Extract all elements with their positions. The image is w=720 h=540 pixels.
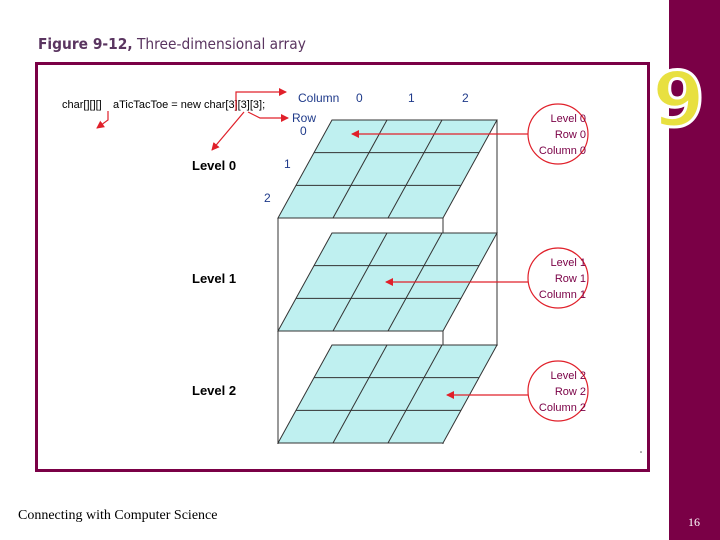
callout-1-level: Level 1 bbox=[551, 257, 586, 269]
figure-label: Figure 9-12, bbox=[38, 35, 133, 53]
callout-arrows bbox=[351, 130, 528, 399]
figure-caption: Three-dimensional array bbox=[132, 35, 306, 53]
callout-0-row: Row 0 bbox=[555, 129, 586, 141]
callout-2-row: Row 2 bbox=[555, 386, 586, 398]
row-label: Row bbox=[292, 111, 316, 125]
figure-title: Figure 9-12, Three-dimensional array bbox=[38, 35, 306, 53]
callout-1-column: Column 1 bbox=[539, 289, 586, 301]
callout-0-level: Level 0 bbox=[551, 113, 586, 125]
declaration-statement: aTicTacToe = new char[3][3][3]; bbox=[113, 99, 265, 111]
chapter-number: 9 bbox=[651, 55, 707, 144]
callout-1: Level 1 Row 1 Column 1 bbox=[527, 247, 589, 309]
level-label-2: Level 2 bbox=[192, 383, 236, 398]
callout-0-column: Column 0 bbox=[539, 145, 586, 157]
footer-text: Connecting with Computer Science bbox=[18, 508, 218, 523]
side-bar bbox=[669, 0, 720, 540]
row-index-0: 0 bbox=[300, 124, 307, 138]
level-label-1: Level 1 bbox=[192, 271, 236, 286]
column-index-1: 1 bbox=[408, 91, 415, 105]
row-index-2: 2 bbox=[264, 191, 271, 205]
row-index-1: 1 bbox=[284, 157, 291, 171]
array-layer-2 bbox=[277, 344, 498, 444]
column-index-0: 0 bbox=[356, 91, 363, 105]
column-index-2: 2 bbox=[462, 91, 469, 105]
layer-2-outline bbox=[277, 344, 498, 444]
declaration-arrows bbox=[96, 88, 289, 151]
callout-0: Level 0 Row 0 Column 0 bbox=[527, 103, 589, 165]
callout-2-level: Level 2 bbox=[551, 370, 586, 382]
declaration-type: char[][][] bbox=[62, 99, 102, 111]
level-label-0: Level 0 bbox=[192, 158, 236, 173]
layer-0-outline bbox=[277, 119, 498, 219]
callout-2-column: Column 2 bbox=[539, 402, 586, 414]
layer-2-col-line-1 bbox=[332, 344, 388, 444]
layer-0-col-line-1 bbox=[332, 119, 388, 219]
dot-mark bbox=[640, 451, 642, 453]
page-number: 16 bbox=[688, 515, 700, 529]
column-label: Column bbox=[298, 91, 339, 105]
layer-0-col-line-2 bbox=[387, 119, 443, 219]
callout-1-row: Row 1 bbox=[555, 273, 586, 285]
layer-2-col-line-2 bbox=[387, 344, 443, 444]
layer-1-col-line-1 bbox=[332, 232, 388, 332]
array-layer-0 bbox=[277, 119, 498, 219]
callout-2: Level 2 Row 2 Column 2 bbox=[527, 360, 589, 422]
